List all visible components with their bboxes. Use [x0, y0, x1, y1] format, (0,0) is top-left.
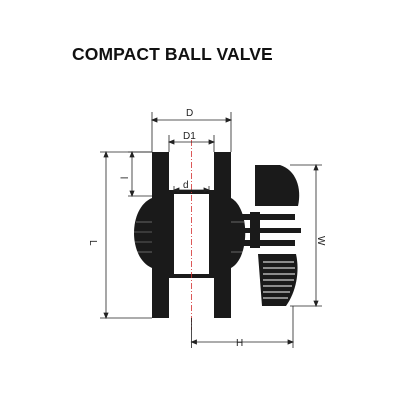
bore-step-right [209, 193, 214, 275]
dimension-l [128, 150, 152, 198]
dimension-W [290, 163, 322, 308]
dimension-L [100, 150, 152, 320]
dimension-D1 [167, 135, 216, 152]
dimension-d [172, 186, 211, 193]
stem-bar-lower [231, 240, 295, 246]
dimension-H [190, 306, 295, 348]
handle-grip-ribs [263, 261, 295, 299]
label-W: W [315, 236, 326, 246]
valve-body [134, 152, 246, 318]
pipe-left-wall [152, 152, 169, 318]
label-D: D [186, 108, 193, 119]
label-d: d [183, 180, 189, 191]
valve-handle [231, 165, 301, 306]
pipe-right-wall [214, 152, 231, 318]
label-L: L [87, 240, 98, 246]
stem-collar [250, 212, 260, 248]
label-D1: D1 [183, 131, 196, 142]
handle-cap-top [255, 165, 300, 206]
drawing-title: COMPACT BALL VALVE [72, 44, 273, 64]
stem-bar-upper [231, 214, 295, 220]
label-l: l [120, 177, 131, 179]
bore-step-left [169, 193, 174, 275]
dimension-D [150, 112, 233, 152]
stem-bar-middle [231, 228, 301, 233]
label-H: H [236, 338, 243, 349]
body-bulge-left [134, 198, 152, 268]
